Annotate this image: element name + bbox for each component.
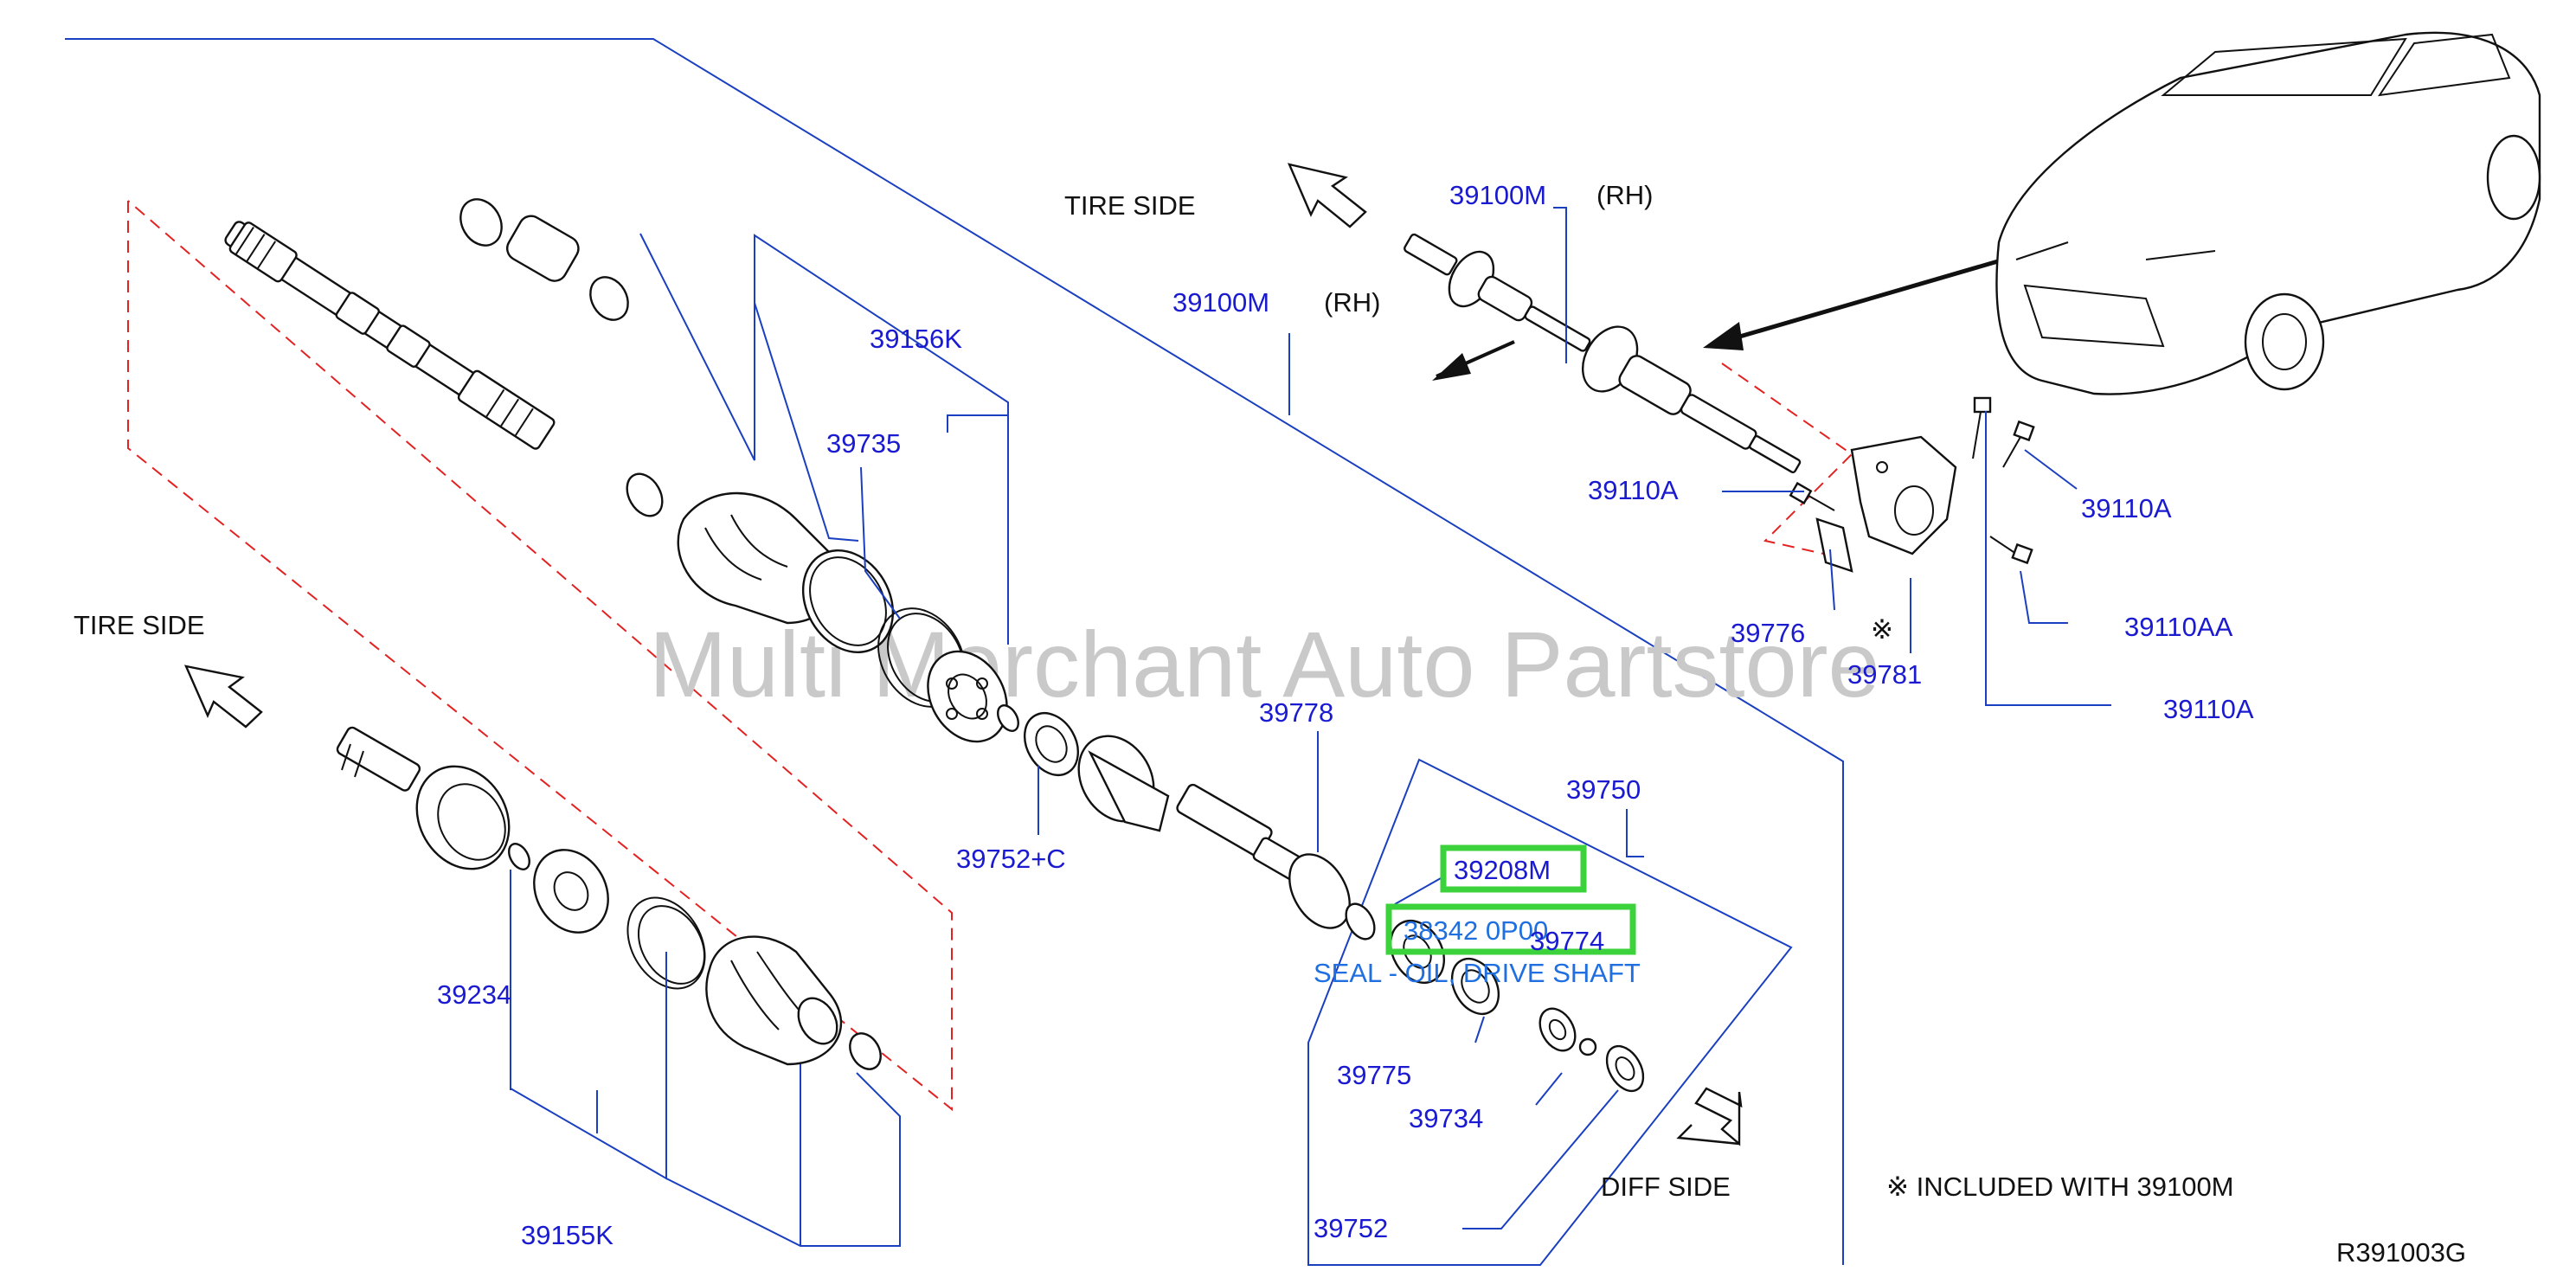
joint-cage-upper: [927, 650, 1080, 776]
label-39775[interactable]: 39775: [1337, 1060, 1411, 1090]
label-39100M-mid[interactable]: 39100M: [1172, 287, 1269, 318]
diff-side-arrow-tail: [1676, 1124, 1740, 1146]
bolts: [1789, 396, 2035, 565]
label-38342-0P00[interactable]: 38342 0P00: [1404, 915, 1548, 946]
vehicle-callout-arrow-head-icon: [1703, 322, 1744, 350]
center-bearing-bracket: [1815, 435, 1957, 573]
boot-upper: [626, 472, 966, 708]
label-39778[interactable]: 39778: [1259, 697, 1333, 728]
vehicle-illustration: [1995, 31, 2541, 395]
tire-side-top-label: TIRE SIDE: [1064, 190, 1196, 221]
tire-side-left-label: TIRE SIDE: [74, 610, 205, 640]
diff-side-label: DIFF SIDE: [1601, 1172, 1731, 1202]
label-39155K[interactable]: 39155K: [521, 1220, 613, 1250]
dust-cover-set: [459, 198, 629, 321]
drive-shaft-bar: [224, 221, 556, 450]
highlight-box-38342: [1385, 903, 1636, 955]
label-included-mark: ※: [1871, 614, 1893, 645]
tire-side-top-arrow-icon: [1287, 163, 1367, 228]
direction-arrows: [183, 163, 2034, 1146]
label-39208M[interactable]: 39208M: [1454, 855, 1551, 885]
label-39752C[interactable]: 39752+C: [956, 844, 1066, 874]
label-39781[interactable]: 39781: [1847, 659, 1922, 690]
side-labels: TIRE SIDE TIRE SIDE DIFF SIDE ※ INCLUDED…: [74, 190, 2466, 1268]
label-39774[interactable]: 39774: [1530, 926, 1604, 956]
highlight-box-39208M: [1440, 844, 1587, 893]
label-39734[interactable]: 39734: [1409, 1103, 1483, 1133]
drive-shaft-assembly-rh: [1404, 233, 1802, 474]
label-39776[interactable]: 39776: [1731, 618, 1805, 648]
joint-assembly-lower: [336, 726, 882, 1070]
label-39110AA[interactable]: 39110AA: [2124, 612, 2233, 642]
label-39234[interactable]: 39234: [437, 979, 511, 1010]
callout-labels: 39100M (RH) 39100M (RH) 39156K 39735 391…: [437, 180, 2254, 1250]
tire-side-left-arrow-icon: [183, 664, 263, 729]
label-39752[interactable]: 39752: [1314, 1213, 1388, 1243]
label-seal-oil-drive-shaft[interactable]: SEAL - OIL, DRIVE SHAFT: [1314, 958, 1641, 988]
diff-side-arrow-icon: [1694, 1087, 1743, 1146]
label-39110A-left[interactable]: 39110A: [1588, 475, 1679, 505]
label-39100M-top[interactable]: 39100M: [1449, 180, 1546, 210]
label-39156K[interactable]: 39156K: [870, 324, 962, 354]
vehicle-callout-arrow-line: [1721, 248, 2034, 344]
label-39110A-right[interactable]: 39110A: [2081, 493, 2172, 523]
leader-lines: [510, 207, 2111, 1247]
diagram-code: R391003G: [2336, 1237, 2466, 1268]
included-note: ※ INCLUDED WITH 39100M: [1886, 1172, 2234, 1202]
label-39110A-bottom[interactable]: 39110A: [2163, 694, 2254, 724]
label-rh-mid: (RH): [1324, 287, 1380, 318]
assembly-dashed-outline: [127, 200, 1853, 1112]
frame-lines: [65, 38, 1844, 1266]
direction-arrow-head-icon: [1432, 353, 1471, 381]
label-39735[interactable]: 39735: [826, 428, 901, 459]
label-39750[interactable]: 39750: [1566, 774, 1641, 805]
label-rh-top: (RH): [1596, 180, 1653, 210]
